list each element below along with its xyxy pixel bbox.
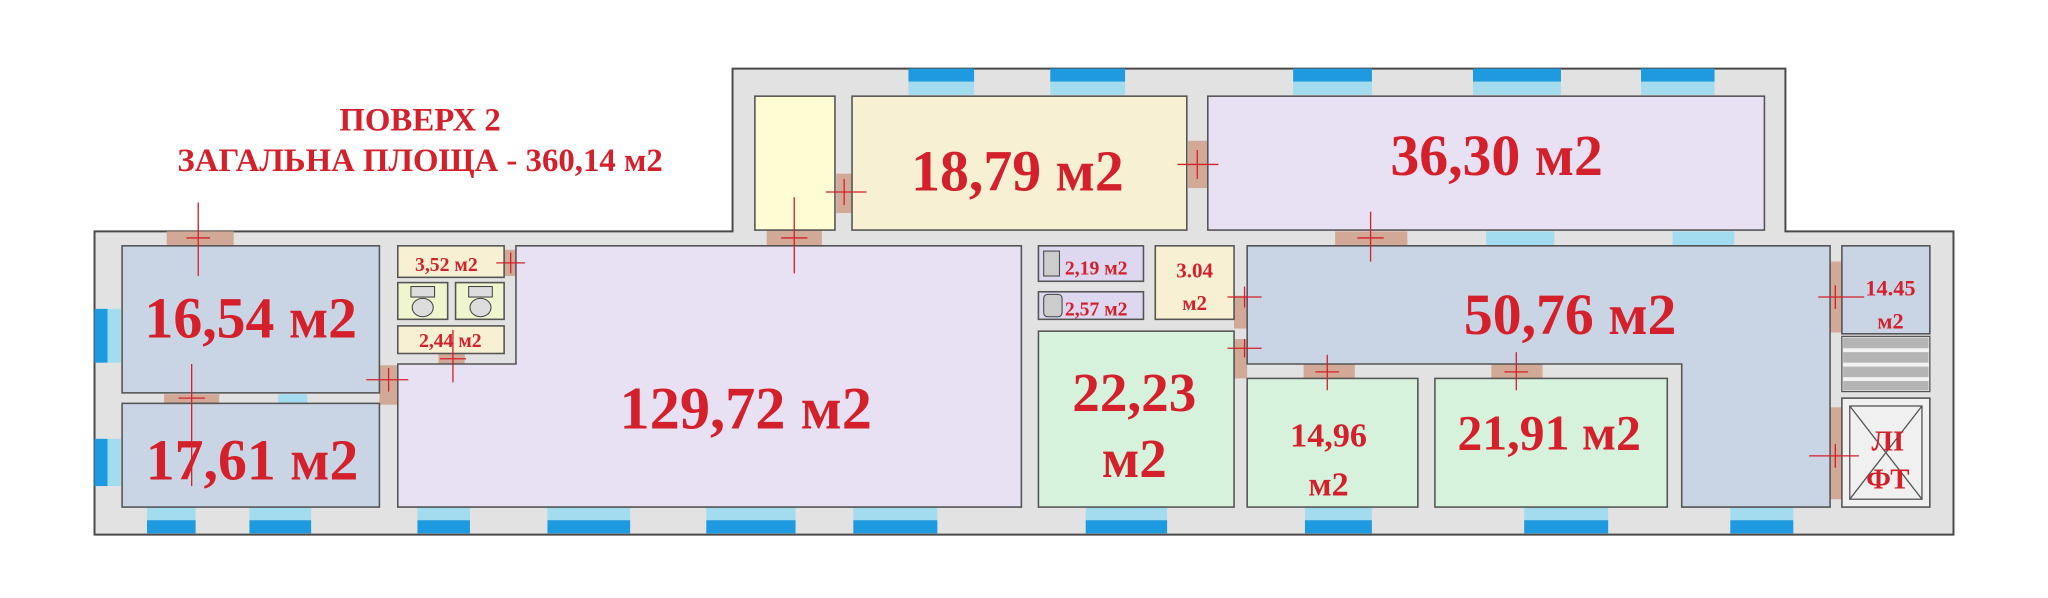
windows bbox=[94, 68, 1794, 534]
room-area-label: 18,79 м2 bbox=[911, 141, 1124, 204]
staircase bbox=[1841, 335, 1931, 393]
wc-stall[interactable] bbox=[454, 281, 505, 321]
room-14-45[interactable]: 14.45 м2 bbox=[1841, 245, 1931, 335]
room-area-label: м2 bbox=[1182, 291, 1207, 315]
room-area-label: 129,72 м2 bbox=[619, 375, 871, 442]
window bbox=[1050, 68, 1126, 95]
room-3-04[interactable]: 3.04 м2 bbox=[1154, 245, 1235, 321]
room-area-label: 22,23 bbox=[1072, 362, 1196, 423]
toilet-icon bbox=[469, 297, 492, 318]
window bbox=[1085, 507, 1168, 534]
room-area-label: 17,61 м2 bbox=[146, 430, 359, 493]
room-area-label: 3.04 bbox=[1176, 258, 1213, 282]
toilet-icon bbox=[468, 286, 493, 298]
window bbox=[1641, 68, 1715, 95]
room-3-52[interactable]: 3,52 м2 bbox=[396, 245, 505, 279]
toilet-icon bbox=[410, 286, 436, 298]
toilet-icon bbox=[411, 297, 434, 318]
room-14-96[interactable]: 14,96 м2 bbox=[1246, 377, 1419, 508]
room-16-54[interactable]: 16,54 м2 bbox=[121, 245, 381, 394]
room-22-23[interactable]: 22,23 м2 bbox=[1037, 330, 1235, 508]
window bbox=[1304, 507, 1372, 534]
window bbox=[547, 507, 631, 534]
lift-label: ФТ bbox=[1866, 464, 1909, 496]
room-129-72[interactable]: 129,72 м2 bbox=[396, 245, 1023, 508]
room-2-44[interactable]: 2,44 м2 bbox=[396, 325, 505, 355]
lift[interactable]: ЛІ ФТ bbox=[1841, 397, 1931, 508]
window bbox=[853, 507, 938, 534]
window bbox=[706, 507, 796, 534]
room-area-label: м2 bbox=[1877, 309, 1903, 334]
total-area-title: ЗАГАЛЬНА ПЛОЩА - 360,14 м2 bbox=[177, 143, 662, 179]
window bbox=[417, 507, 470, 534]
window bbox=[1524, 507, 1609, 534]
room-area-label: 2,19 м2 bbox=[1065, 258, 1128, 280]
entrance-markers bbox=[178, 149, 1865, 487]
window bbox=[147, 507, 196, 534]
wc-stall[interactable] bbox=[396, 281, 449, 321]
toilet-icon bbox=[1043, 250, 1060, 277]
room-21-91[interactable]: 21,91 м2 bbox=[1434, 377, 1669, 508]
window bbox=[1730, 507, 1794, 534]
sink-icon bbox=[1043, 293, 1063, 318]
room-area-label: м2 bbox=[1102, 428, 1167, 489]
room-17-61[interactable]: 17,61 м2 bbox=[121, 402, 381, 508]
room-area-label: 3,52 м2 bbox=[415, 254, 478, 276]
lift-label: ЛІ bbox=[1871, 426, 1904, 458]
room-area-label: 16,54 м2 bbox=[144, 288, 357, 351]
room-area-label: м2 bbox=[1308, 466, 1348, 503]
room-area-label: 50,76 м2 bbox=[1464, 284, 1677, 347]
window bbox=[1293, 68, 1372, 95]
window bbox=[94, 308, 121, 363]
window bbox=[1672, 231, 1735, 246]
room-area-label: 14.45 bbox=[1865, 276, 1915, 301]
room-18-79[interactable]: 18,79 м2 bbox=[851, 95, 1188, 231]
window bbox=[908, 68, 975, 95]
room-50-76[interactable]: 50,76 м2 bbox=[1246, 245, 1831, 508]
window bbox=[249, 507, 312, 534]
window bbox=[94, 438, 121, 487]
room-2-57[interactable]: 2,57 м2 bbox=[1037, 290, 1145, 321]
window bbox=[1472, 68, 1561, 95]
room-area-label: 36,30 м2 bbox=[1390, 125, 1603, 188]
room-area-label: 14,96 bbox=[1290, 418, 1367, 455]
room-area-label: 21,91 м2 bbox=[1457, 405, 1641, 460]
room-2-19[interactable]: 2,19 м2 bbox=[1037, 245, 1145, 283]
floor-title: ПОВЕРХ 2 bbox=[339, 102, 500, 138]
room-36-30[interactable]: 36,30 м2 bbox=[1207, 95, 1766, 231]
room-area-label: 2,44 м2 bbox=[419, 330, 482, 352]
room-area-label: 2,57 м2 bbox=[1065, 298, 1128, 320]
window bbox=[278, 394, 308, 404]
window bbox=[1486, 231, 1555, 246]
